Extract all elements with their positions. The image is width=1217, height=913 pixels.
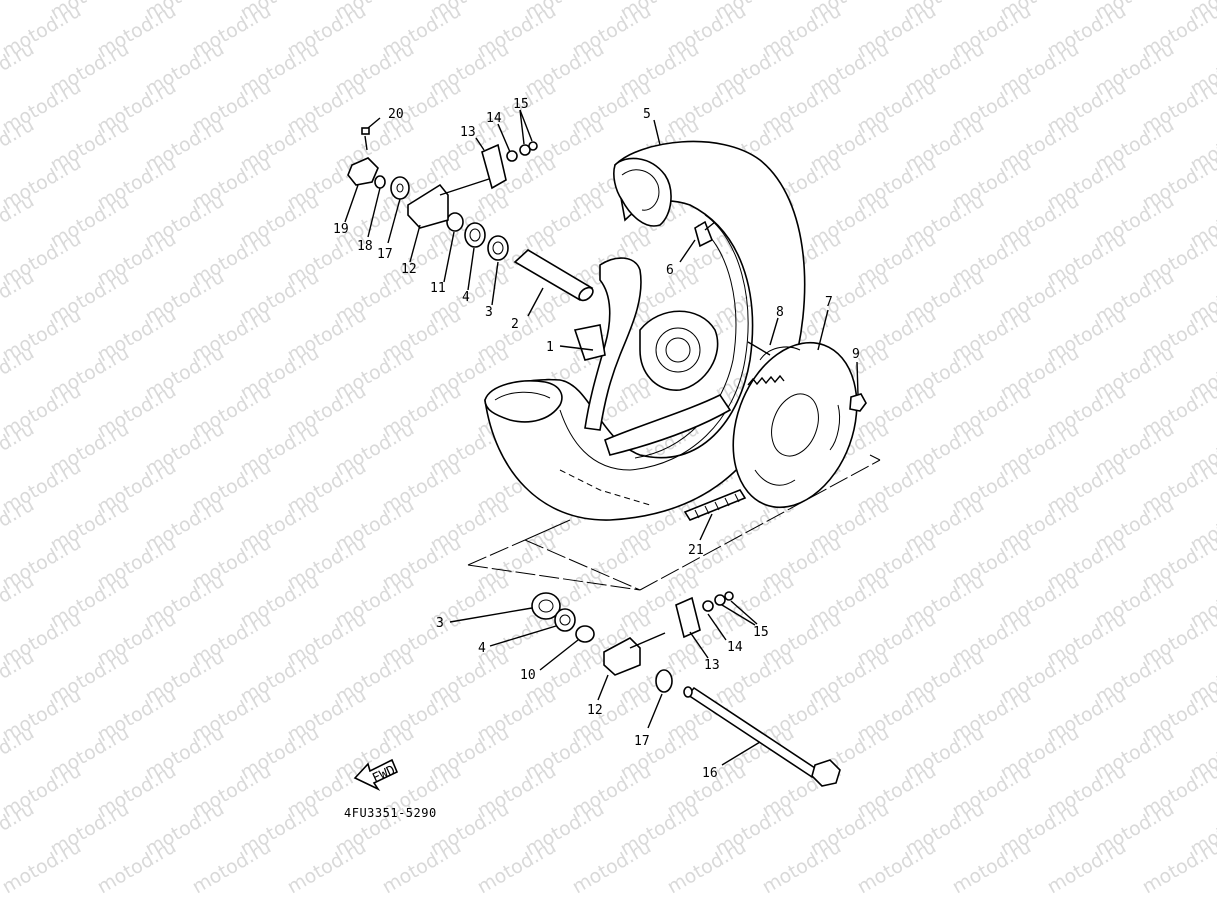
callout-14-bottom: 14 xyxy=(727,640,743,655)
callout-8: 8 xyxy=(776,305,784,320)
bottom-axle-set xyxy=(531,591,841,787)
callout-7: 7 xyxy=(825,295,833,310)
watermark-text: motod.ru xyxy=(284,836,370,899)
callout-5: 5 xyxy=(643,107,651,122)
watermark-text: motod.ru xyxy=(94,836,180,899)
watermark-text: motod.ru xyxy=(1139,836,1217,899)
callout-15-bottom: 15 xyxy=(753,625,769,640)
watermark-text: motod.ru xyxy=(854,836,940,899)
callout-9: 9 xyxy=(852,347,860,362)
watermark-text: motod.ru xyxy=(189,836,275,899)
watermark-text: motod.ru xyxy=(0,0,38,24)
watermark-text: motod.ru xyxy=(759,836,845,899)
callout-3-top: 3 xyxy=(485,305,493,320)
callout-17-top: 17 xyxy=(377,247,393,262)
watermark-text: motod.ru xyxy=(0,836,85,899)
drive-chain xyxy=(683,489,747,521)
callout-11: 11 xyxy=(430,281,446,296)
callout-2: 2 xyxy=(511,317,519,332)
watermark-text: motod.ru xyxy=(379,836,465,899)
watermark-text: motod.ru xyxy=(1044,836,1130,899)
callout-3-bottom: 3 xyxy=(436,616,444,631)
diagram-code: 4FU3351-5290 xyxy=(344,806,437,820)
callout-16: 16 xyxy=(702,766,718,781)
callout-19: 19 xyxy=(333,222,349,237)
callout-17-bottom: 17 xyxy=(634,734,650,749)
leader-lines xyxy=(344,109,859,766)
callout-15-top: 15 xyxy=(513,97,529,112)
watermark-text: motod.ru xyxy=(664,836,750,899)
top-axle-set xyxy=(347,127,594,302)
callout-labels: 1 2 3 4 5 6 7 8 9 10 11 12 13 14 15 16 1… xyxy=(333,97,860,781)
callout-6: 6 xyxy=(666,263,674,278)
callout-4-top: 4 xyxy=(462,290,470,305)
watermark-text: motod.ru xyxy=(569,836,655,899)
callout-12-top: 12 xyxy=(401,262,417,277)
callout-1: 1 xyxy=(546,340,554,355)
watermark-text: motod.ru xyxy=(949,836,1035,899)
callout-20: 20 xyxy=(388,107,404,122)
callout-13-bottom: 13 xyxy=(704,658,720,673)
callout-21: 21 xyxy=(688,543,704,558)
callout-10: 10 xyxy=(520,668,536,683)
watermark-text: motod.ru xyxy=(474,836,560,899)
callout-18: 18 xyxy=(357,239,373,254)
sprocket xyxy=(732,341,867,509)
callout-12-bottom: 12 xyxy=(587,703,603,718)
callout-14-top: 14 xyxy=(486,111,502,126)
callout-4-bottom: 4 xyxy=(478,641,486,656)
rear-wheel xyxy=(484,140,806,521)
callout-13-top: 13 xyxy=(460,125,476,140)
